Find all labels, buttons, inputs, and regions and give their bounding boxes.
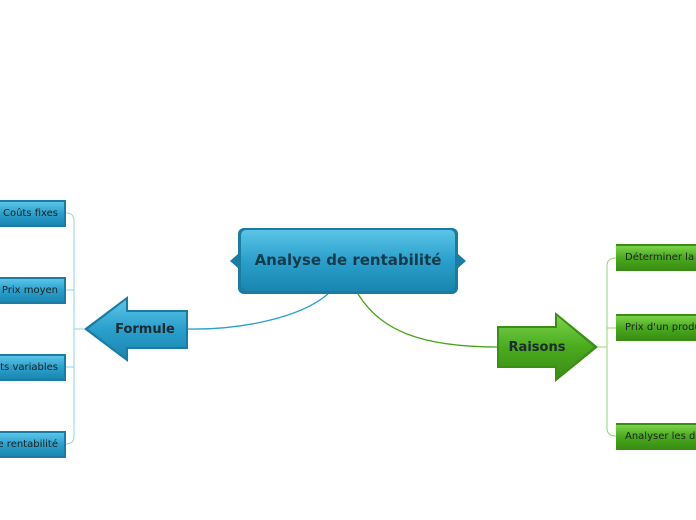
connector-raisons xyxy=(357,293,499,348)
formule-arrow-shape[interactable] xyxy=(84,296,188,362)
topic-couts-fixes[interactable]: Coûts fixes xyxy=(2,208,58,219)
topic-couts-variables[interactable]: its variables xyxy=(0,362,58,373)
raisons-arrow-shape[interactable] xyxy=(497,312,598,382)
raisons-topic-boxes xyxy=(616,244,696,450)
branch-raisons[interactable]: Raisons xyxy=(508,339,566,355)
topic-determiner[interactable]: Déterminer la xyxy=(625,252,695,263)
formule-topic-boxes xyxy=(0,200,66,458)
branch-formule[interactable]: Formule xyxy=(115,322,175,337)
topic-analyser[interactable]: Analyser les do xyxy=(625,431,696,442)
connector-formule xyxy=(187,293,329,330)
topic-seuil-rentabilite[interactable]: e rentabilité xyxy=(0,439,58,450)
central-topic-shape[interactable] xyxy=(230,228,466,294)
central-topic[interactable]: Analyse de rentabilité xyxy=(254,251,442,269)
topic-prix-produit[interactable]: Prix d'un produ xyxy=(625,322,696,333)
topic-prix-moyen[interactable]: Prix moyen xyxy=(1,285,58,296)
raisons-bracket xyxy=(606,257,617,437)
formule-bracket xyxy=(65,212,75,445)
formule-bracket-ticks xyxy=(66,289,74,368)
